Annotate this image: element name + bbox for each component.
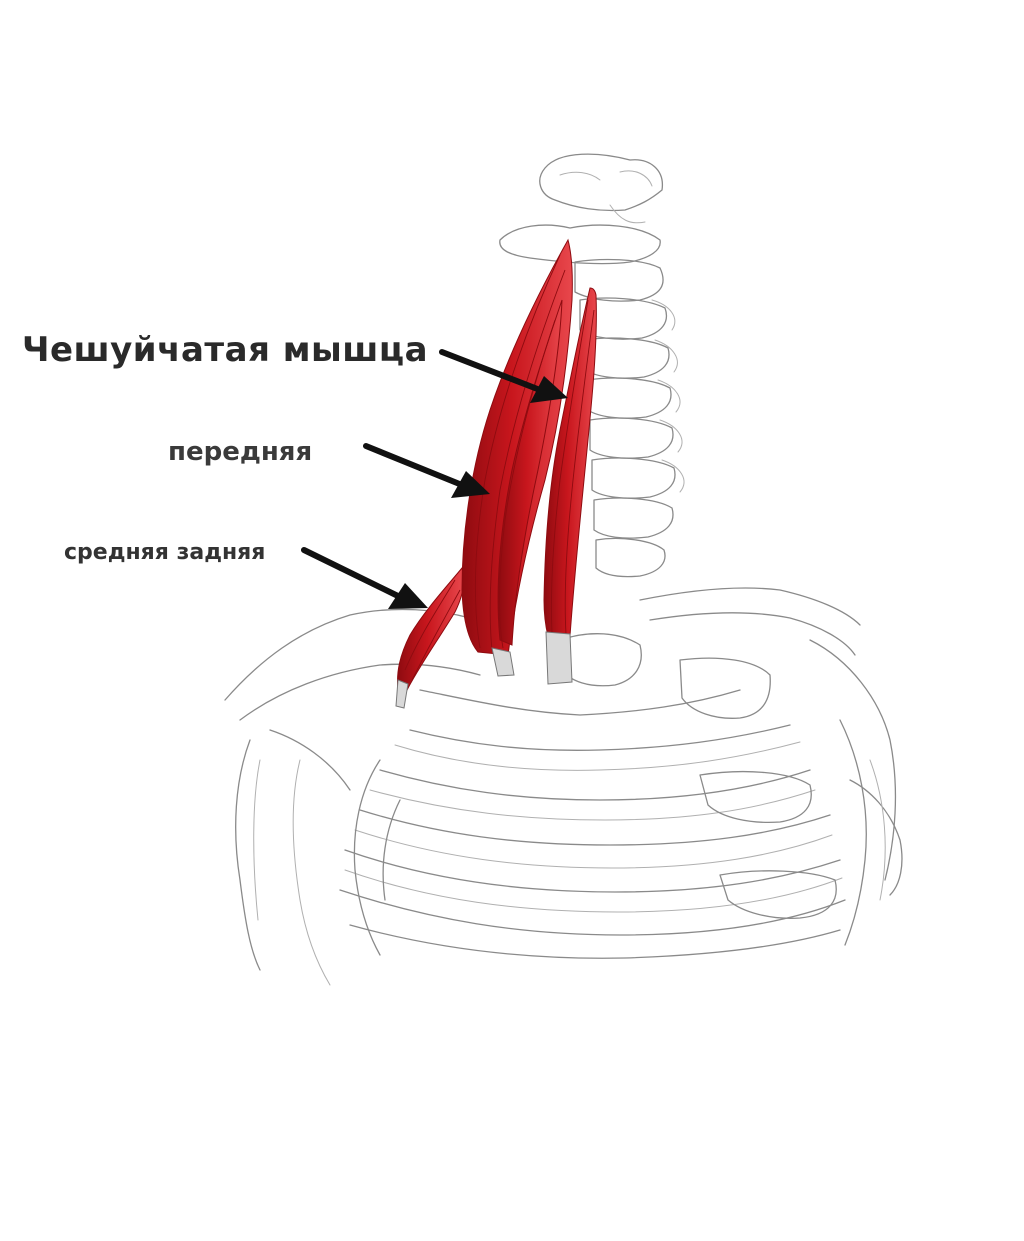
- title-label: Чешуйчатая мышца: [22, 330, 429, 370]
- anterior-scalene-label: передняя: [168, 437, 313, 467]
- pointer-arrows: [301, 349, 568, 609]
- scalene-muscles: [395, 238, 597, 709]
- muscle-fibers: [404, 254, 595, 681]
- tendon-middle: [395, 679, 409, 709]
- arrow-anterior: [363, 443, 490, 498]
- arrow-middle-posterior: [301, 547, 428, 609]
- tendon-posterior: [545, 631, 573, 685]
- cervical-spine: [499, 153, 685, 578]
- middle-posterior-scalene-label: средняя задняя: [64, 540, 266, 565]
- tendon-anterior: [491, 647, 515, 677]
- arrow-title: [439, 349, 568, 403]
- rib-cage: [224, 587, 903, 986]
